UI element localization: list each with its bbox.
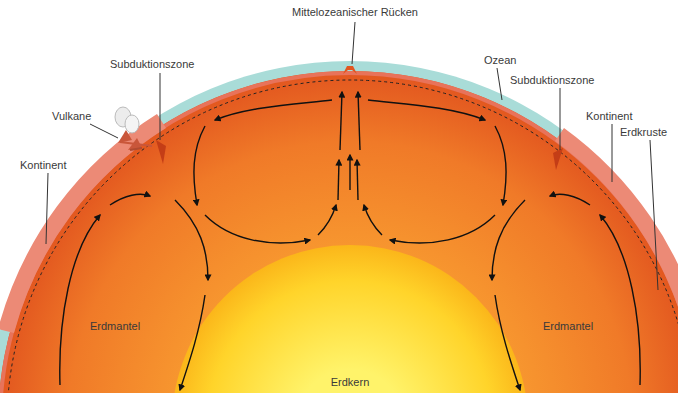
part-label: Erdkern — [331, 376, 370, 389]
part-label: Vulkane — [52, 110, 91, 123]
part-label: Erdmantel — [543, 320, 593, 333]
part-label: Subduktionszone — [510, 74, 594, 87]
ocean-layer — [0, 61, 678, 393]
plate-boundary — [7, 80, 678, 393]
continent — [0, 114, 166, 333]
part-label: Mittelozeanischer Rücken — [292, 6, 418, 19]
part-label: Erdkruste — [620, 126, 667, 139]
leader-lines — [46, 22, 658, 290]
part-label: Ozean — [484, 54, 516, 67]
mantle — [0, 71, 678, 393]
part-label: Subduktionszone — [110, 58, 194, 71]
crust — [0, 73, 678, 393]
ridge — [343, 66, 357, 74]
core — [172, 245, 528, 393]
subduction-notch — [553, 148, 563, 170]
part-label: Kontinent — [586, 110, 632, 123]
part-label: Kontinent — [20, 159, 66, 172]
part-label: Erdmantel — [90, 320, 140, 333]
continent — [555, 128, 678, 333]
subduction-notch — [156, 140, 166, 164]
convection-arrows — [60, 92, 640, 390]
volcanoes — [115, 107, 152, 150]
